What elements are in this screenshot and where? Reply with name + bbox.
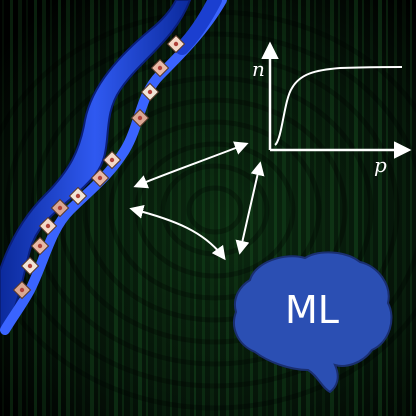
ripple-ring bbox=[108, 119, 322, 301]
code-stream-column bbox=[362, 0, 364, 416]
base-pair-motif bbox=[102, 150, 122, 170]
dna-helix bbox=[0, 0, 227, 335]
code-stream-column bbox=[322, 0, 325, 416]
base-pair-motifs bbox=[12, 34, 186, 300]
code-stream-column bbox=[226, 0, 229, 416]
code-stream-column bbox=[314, 0, 316, 416]
brain-label: ML bbox=[285, 288, 339, 332]
code-stream-column bbox=[82, 0, 85, 416]
code-stream-column bbox=[306, 0, 310, 416]
connection-arrows bbox=[129, 141, 265, 261]
code-stream-column bbox=[26, 0, 28, 416]
arrow-helix-to-brain bbox=[129, 204, 226, 261]
code-stream-column bbox=[210, 0, 214, 416]
base-pair-motif bbox=[50, 198, 70, 218]
sigmoid-curve bbox=[274, 66, 403, 146]
code-stream-column bbox=[202, 0, 205, 416]
code-stream-column bbox=[18, 0, 22, 416]
brain-shape bbox=[233, 251, 393, 394]
code-stream-column bbox=[106, 0, 109, 416]
base-pair-motif bbox=[90, 168, 110, 188]
code-stream-column bbox=[98, 0, 100, 416]
ripple-ring bbox=[82, 97, 348, 323]
x-axis-letter: p bbox=[374, 153, 387, 177]
code-stream-column bbox=[346, 0, 349, 416]
code-stream-column bbox=[90, 0, 94, 416]
base-pair-motif bbox=[38, 216, 58, 236]
code-stream-column bbox=[10, 0, 13, 416]
ripple-ring bbox=[4, 31, 416, 389]
code-stream-column bbox=[2, 0, 4, 416]
code-stream-column bbox=[370, 0, 373, 416]
base-pair-motif bbox=[150, 58, 170, 78]
code-stream-column bbox=[122, 0, 124, 416]
arrow-helix-to-graph bbox=[133, 141, 249, 189]
code-stream-column bbox=[274, 0, 277, 416]
ml-brain: ML bbox=[233, 251, 393, 394]
code-stream-column bbox=[386, 0, 388, 416]
code-stream-column bbox=[410, 0, 412, 416]
base-pair-motif bbox=[20, 256, 40, 276]
base-pair-motif bbox=[12, 280, 32, 300]
code-stream-column bbox=[234, 0, 238, 416]
code-stream-column bbox=[402, 0, 406, 416]
code-stream-column bbox=[338, 0, 340, 416]
base-pair-motif bbox=[130, 108, 150, 128]
code-stream-column bbox=[290, 0, 292, 416]
code-stream-column bbox=[266, 0, 268, 416]
code-stream-column bbox=[282, 0, 286, 416]
code-stream-column bbox=[330, 0, 334, 416]
code-stream-column bbox=[378, 0, 382, 416]
code-stream-column bbox=[354, 0, 358, 416]
code-stream-column bbox=[298, 0, 301, 416]
code-stream-column bbox=[218, 0, 220, 416]
base-pair-motif bbox=[140, 82, 160, 102]
code-stream-column bbox=[394, 0, 397, 416]
base-pair-motif bbox=[68, 186, 88, 206]
base-pair-motif bbox=[166, 34, 186, 54]
helix-top-cap bbox=[175, 0, 222, 55]
base-pair-motif bbox=[30, 236, 50, 256]
code-stream-column bbox=[194, 0, 196, 416]
code-stream-column bbox=[114, 0, 118, 416]
arrow-brain-to-graph bbox=[235, 161, 265, 255]
y-axis-letter: n bbox=[252, 57, 265, 81]
sigmoid-graph: n p bbox=[252, 41, 412, 177]
